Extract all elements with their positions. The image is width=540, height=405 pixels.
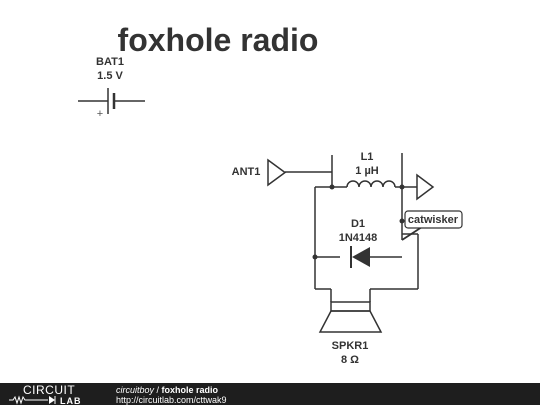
antenna-name-label: ANT1	[232, 166, 261, 178]
circuit-url-link[interactable]: http://circuitlab.com/cttwak9	[116, 395, 227, 405]
junction-dots	[312, 184, 405, 260]
antenna-ant1[interactable]	[267, 158, 332, 187]
circuitlab-logo[interactable]: CIRCUIT LAB	[8, 383, 106, 405]
ground-arrow-icon[interactable]	[416, 173, 435, 201]
inductor-l1[interactable]	[346, 180, 396, 188]
footer-bar: CIRCUIT LAB circuitboy / foxhole radio h…	[0, 383, 540, 405]
battery-plus-sign: +	[97, 108, 103, 120]
logo-resistor-icon	[9, 395, 48, 405]
inductor-name-label: L1	[361, 151, 374, 163]
footer-circuit-title[interactable]: foxhole radio	[161, 385, 219, 395]
diode-name-label: D1	[351, 218, 365, 230]
battery-name-label: BAT1	[96, 56, 124, 68]
diode-d1[interactable]	[350, 246, 370, 268]
footer-text: circuitboy / foxhole radio http://circui…	[116, 385, 227, 405]
logo-text-lab: LAB	[60, 396, 82, 405]
logo-diode-icon	[49, 396, 55, 404]
battery-value-label: 1.5 V	[97, 70, 123, 82]
battery-bat1[interactable]	[78, 88, 145, 114]
speaker-name-label: SPKR1	[332, 340, 369, 352]
author-link[interactable]: circuitboy	[116, 385, 155, 395]
circuit-title: foxhole radio	[118, 22, 319, 58]
catwisker-label-box[interactable]	[404, 210, 463, 229]
schematic-canvas: foxhole radio + BAT1 1.5 V ANT1	[78, 22, 463, 366]
inductor-value-label: 1 µH	[355, 165, 379, 177]
catwisker-label: catwisker	[408, 214, 459, 226]
circuit-wires	[314, 153, 419, 302]
logo-text-circuit: CIRCUIT	[23, 383, 75, 397]
speaker-value-label: 8 Ω	[341, 354, 359, 366]
speaker-spkr1[interactable]	[318, 301, 383, 333]
footer-separator: /	[154, 385, 162, 395]
diode-value-label: 1N4148	[339, 232, 378, 244]
